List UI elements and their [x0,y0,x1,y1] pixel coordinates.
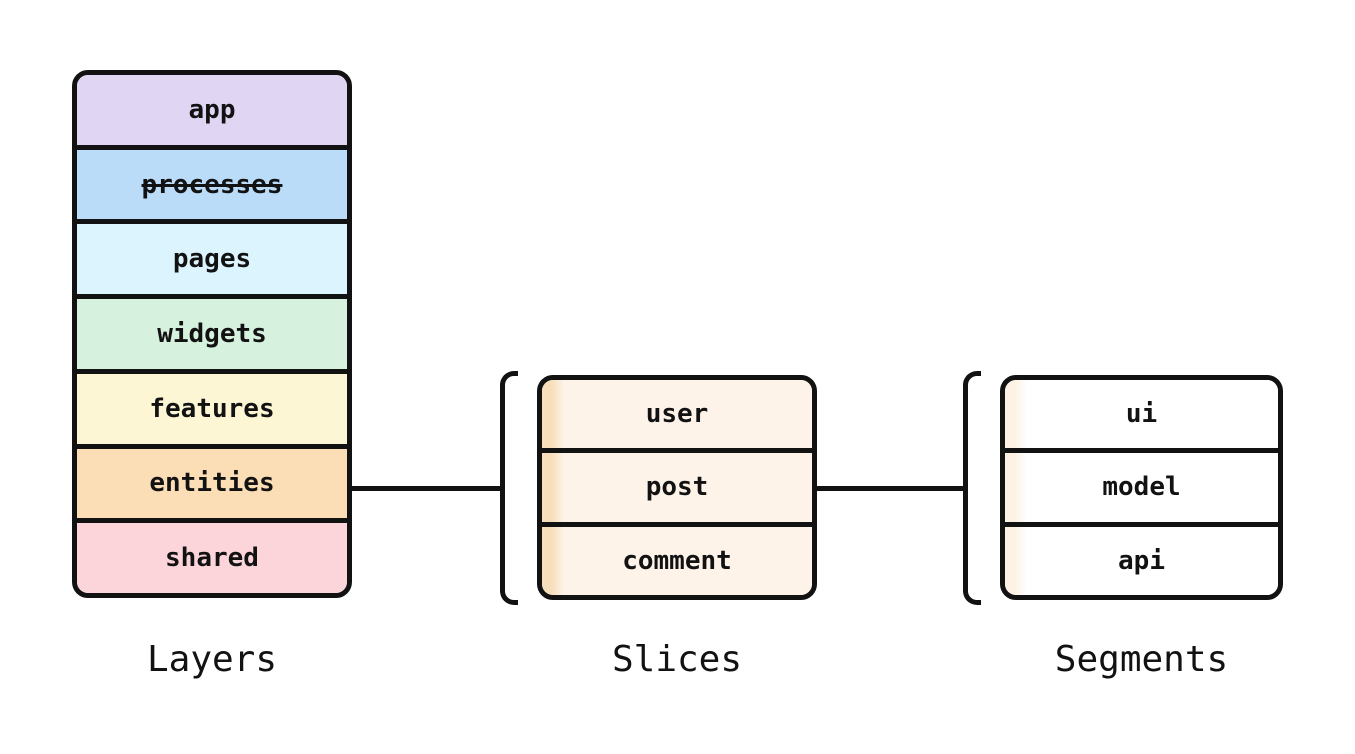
layer-label-pages: pages [172,244,252,275]
layer-row-processes: processes [77,144,347,220]
connector-line-layers-slices [350,486,500,491]
slices-caption: Slices [611,639,743,680]
slices-stack: user post comment [537,375,817,600]
layer-row-entities: entities [77,443,347,519]
segments-bracket [963,371,981,605]
connector-line-slices-segments [815,486,963,491]
layer-label-features: features [149,393,275,424]
layer-label-app: app [188,94,236,125]
layer-label-entities: entities [149,468,275,499]
slice-label-comment: comment [622,545,732,576]
slice-row-post: post [542,448,812,522]
segment-label-api: api [1118,545,1165,576]
segment-label-model: model [1102,472,1181,503]
layer-label-widgets: widgets [157,319,267,350]
layers-caption: Layers [146,639,278,680]
slice-row-user: user [542,380,812,449]
slices-bracket [500,371,518,605]
segment-row-model: model [1005,448,1278,522]
segment-row-ui: ui [1005,380,1278,449]
layer-row-app: app [77,75,347,145]
layer-label-shared: shared [165,543,259,574]
slice-row-comment: comment [542,521,812,595]
layer-row-pages: pages [77,219,347,295]
layer-row-features: features [77,368,347,444]
segment-label-ui: ui [1125,399,1158,430]
layers-stack: app processes pages widgets features ent… [72,70,352,598]
slice-label-user: user [645,399,709,430]
segments-stack: ui model api [1000,375,1283,600]
slice-label-post: post [645,472,709,503]
layer-row-widgets: widgets [77,294,347,369]
layer-row-shared: shared [77,518,347,593]
segment-row-api: api [1005,521,1278,595]
layer-label-processes: processes [141,169,283,200]
segments-caption: Segments [1054,639,1229,680]
